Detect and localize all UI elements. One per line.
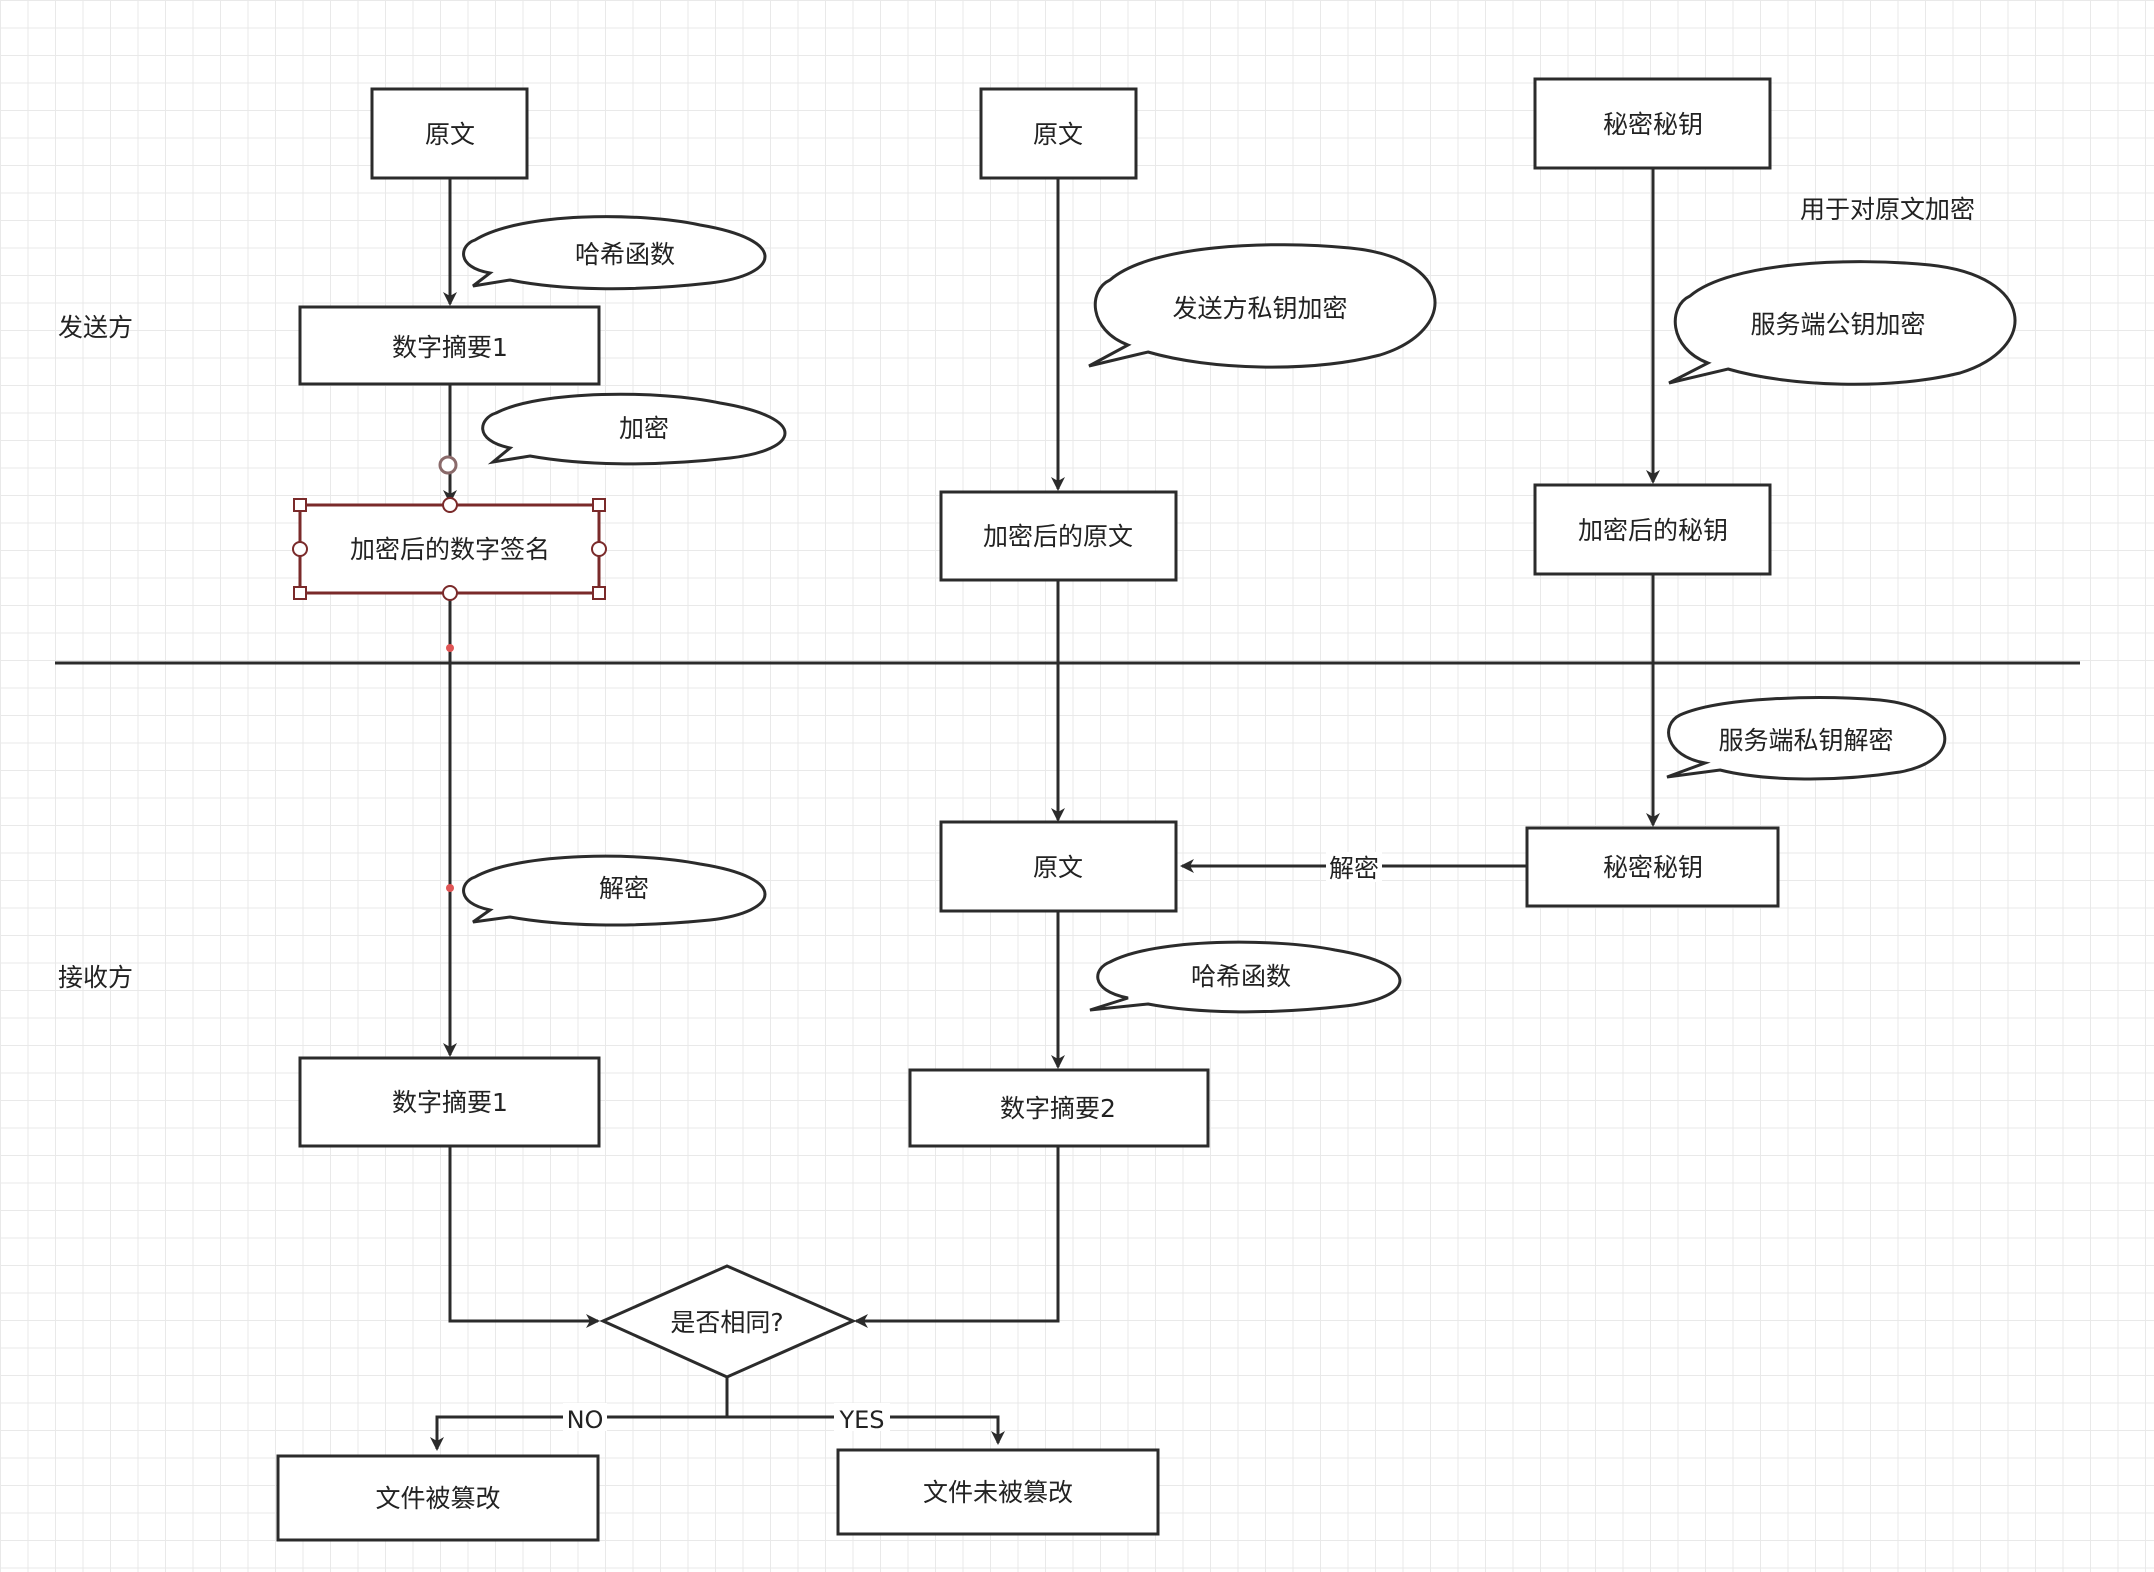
- resize-handle-right[interactable]: [591, 541, 607, 557]
- plaintext-2-label: 原文: [1033, 120, 1083, 149]
- connection-point[interactable]: [446, 644, 454, 652]
- signed-digest-label: 加密后的数字签名: [350, 535, 550, 564]
- selection-handles[interactable]: [292, 455, 607, 601]
- digest-1-label: 数字摘要1: [392, 333, 508, 362]
- edge-compare-no[interactable]: [430, 1415, 727, 1451]
- sender-label: 发送方: [58, 313, 133, 342]
- encrypted-plaintext-label: 加密后的原文: [983, 522, 1133, 551]
- edge-label-decrypt-bg: [1326, 852, 1382, 882]
- edge-digest2-to-compare[interactable]: [854, 1146, 1060, 1328]
- resize-handle-top-left[interactable]: [293, 498, 307, 512]
- edge-compare-yes[interactable]: [727, 1415, 1005, 1445]
- signed-digest-box[interactable]: [298, 503, 601, 595]
- tampered-label: 文件被篡改: [375, 1484, 500, 1513]
- callout-server-public-encrypt[interactable]: [1668, 260, 2017, 386]
- edge-label-yes: YES: [838, 1406, 884, 1434]
- received-secret-key-box[interactable]: [1525, 826, 1780, 908]
- callout-server-public-encrypt-text: 服务端公钥加密: [1750, 310, 1925, 339]
- edge-received-digest1-to-compare[interactable]: [448, 1146, 600, 1328]
- resize-handle-top[interactable]: [442, 497, 458, 513]
- plaintext-2-box[interactable]: [979, 87, 1138, 180]
- edge-label-no: NO: [567, 1406, 604, 1434]
- receiver-label: 接收方: [58, 963, 133, 992]
- not-tampered-box[interactable]: [836, 1448, 1160, 1536]
- digest-1-box[interactable]: [298, 305, 601, 386]
- secret-key-box[interactable]: [1533, 77, 1772, 170]
- received-plaintext-label: 原文: [1033, 853, 1083, 882]
- callout-sender-private-encrypt[interactable]: [1088, 243, 1437, 369]
- edge-label-yes-bg: [834, 1403, 890, 1431]
- received-digest-1-label: 数字摘要1: [392, 1088, 508, 1117]
- not-tampered-label: 文件未被篡改: [923, 1478, 1073, 1507]
- encrypted-plaintext-box[interactable]: [939, 490, 1178, 582]
- encrypt-note: 用于对原文加密: [1800, 195, 1975, 224]
- callout-encrypt[interactable]: [481, 392, 787, 466]
- resize-handle-left[interactable]: [292, 541, 308, 557]
- received-plaintext-box[interactable]: [939, 820, 1178, 913]
- resize-handle-bottom-right[interactable]: [592, 586, 606, 600]
- plaintext-1-box[interactable]: [370, 87, 529, 180]
- received-secret-key-label: 秘密秘钥: [1603, 853, 1703, 882]
- received-digest-1-box[interactable]: [298, 1056, 601, 1148]
- callout-server-private-decrypt-text: 服务端私钥解密: [1718, 726, 1893, 755]
- rotate-handle[interactable]: [438, 455, 458, 475]
- edge-label-decrypt: 解密: [1329, 854, 1379, 883]
- compare-label: 是否相同?: [670, 1308, 783, 1337]
- tampered-box[interactable]: [276, 1454, 600, 1542]
- callout-server-private-decrypt[interactable]: [1666, 696, 1947, 781]
- digest-2-box[interactable]: [908, 1068, 1210, 1148]
- edge-label-no-bg: [563, 1403, 607, 1431]
- callout-encrypt-text: 加密: [619, 414, 669, 443]
- connection-point[interactable]: [446, 884, 454, 892]
- resize-handle-top-right[interactable]: [592, 498, 606, 512]
- callout-hash-2[interactable]: [1089, 940, 1402, 1014]
- compare-decision[interactable]: [599, 1264, 857, 1379]
- resize-handle-bottom-left[interactable]: [293, 586, 307, 600]
- digest-2-label: 数字摘要2: [1000, 1094, 1116, 1123]
- encrypted-key-label: 加密后的秘钥: [1578, 516, 1728, 545]
- callout-hash-1-text: 哈希函数: [575, 240, 675, 269]
- callout-decrypt[interactable]: [462, 854, 767, 927]
- secret-key-label: 秘密秘钥: [1603, 110, 1703, 139]
- callout-decrypt-text: 解密: [599, 874, 649, 903]
- callout-hash-1[interactable]: [462, 215, 767, 291]
- plaintext-1-label: 原文: [425, 120, 475, 149]
- encrypted-key-box[interactable]: [1533, 483, 1772, 576]
- callout-hash-2-text: 哈希函数: [1191, 962, 1291, 991]
- callout-sender-private-encrypt-text: 发送方私钥加密: [1172, 294, 1347, 323]
- resize-handle-bottom[interactable]: [442, 585, 458, 601]
